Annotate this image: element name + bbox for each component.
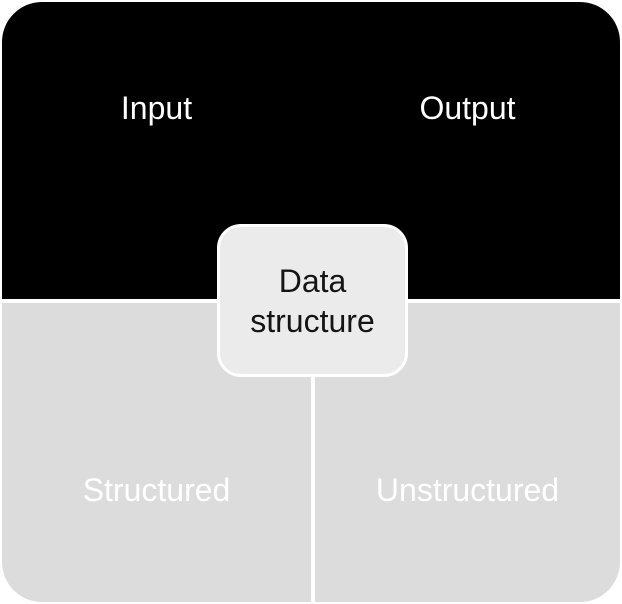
vertical-divider — [311, 303, 315, 602]
input-label: Input — [120, 90, 193, 126]
output-label: Output — [419, 90, 516, 126]
unstructured-label: Unstructured — [375, 472, 560, 508]
structured-label: Structured — [82, 472, 231, 508]
data-structure-label: Data structure — [250, 262, 375, 339]
data-structure-box: Data structure — [217, 224, 408, 377]
